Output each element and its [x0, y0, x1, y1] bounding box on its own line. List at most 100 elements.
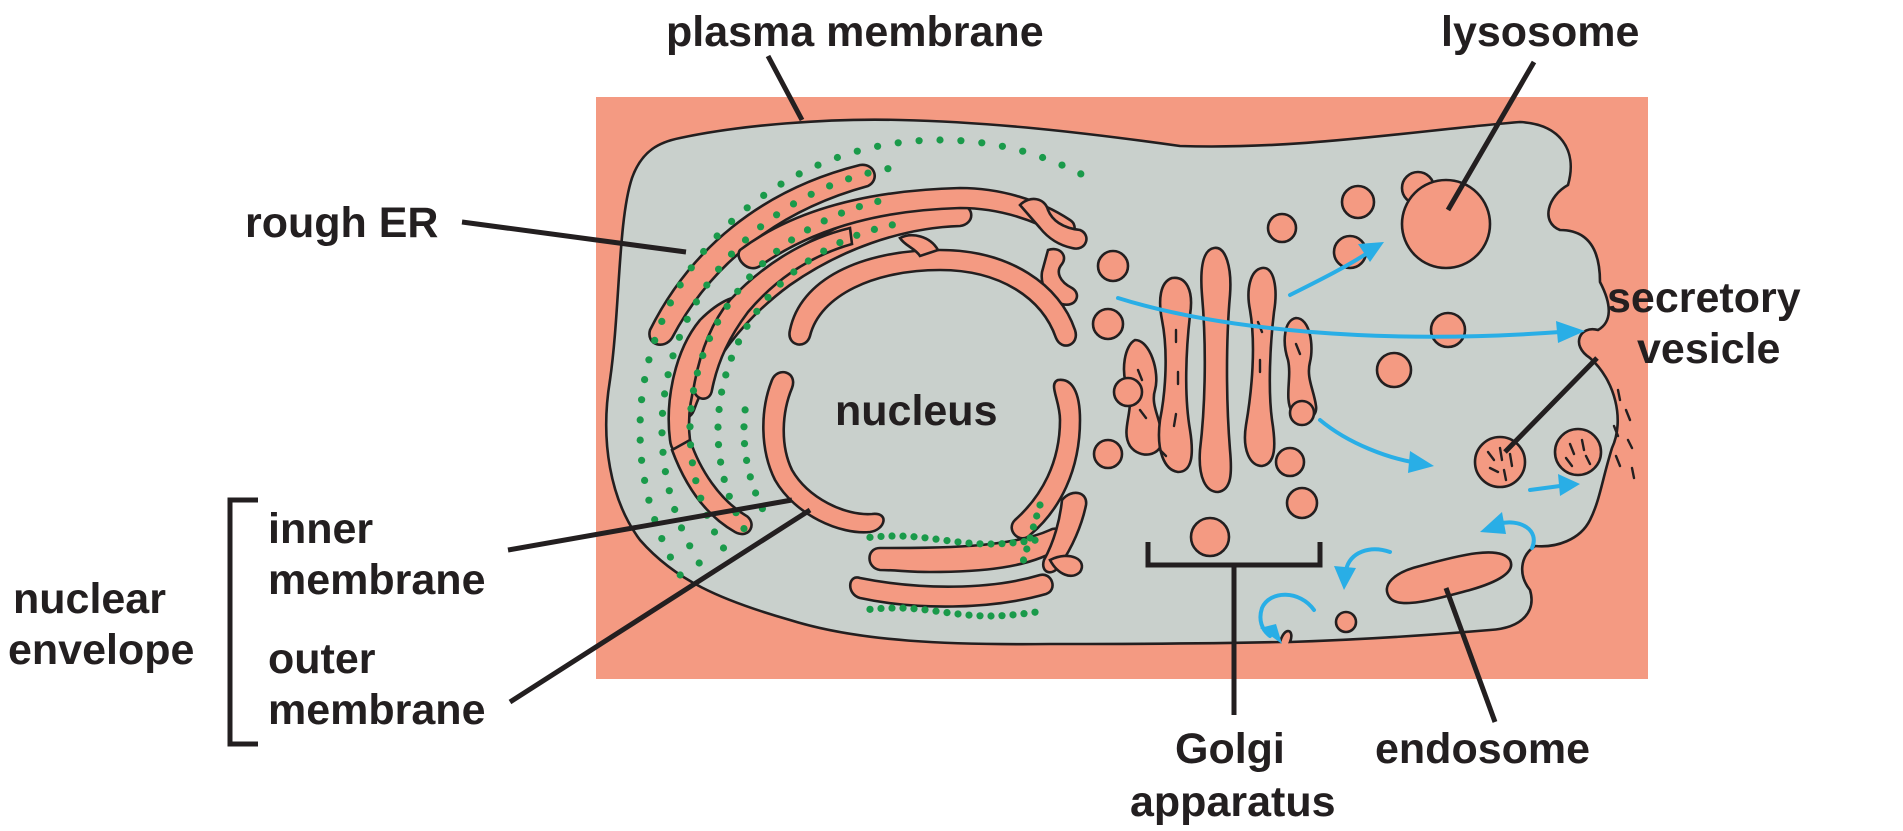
ribosome-dot	[998, 612, 1005, 619]
ribosome-dot	[715, 266, 722, 273]
ribosome-dot	[936, 136, 943, 143]
ribosome-dot	[866, 606, 873, 613]
ribosome-dot	[978, 139, 985, 146]
ribosome-dot	[987, 612, 994, 619]
golgi-vesicle-6	[1287, 488, 1317, 518]
ribosome-dot	[760, 192, 767, 199]
ribosome-dot	[856, 203, 863, 210]
ribosome-dot	[651, 337, 658, 344]
ribosome-dot	[921, 606, 928, 613]
label-inner-line2: membrane	[268, 556, 485, 604]
ribosome-dot	[665, 371, 672, 378]
ribosome-dot	[820, 248, 827, 255]
ribosome-dot	[697, 495, 704, 502]
ribosome-dot	[671, 506, 678, 513]
ribosome-dot	[1033, 512, 1040, 519]
ribosome-dot	[743, 323, 750, 330]
golgi-vesicle-13	[1431, 313, 1465, 347]
label-golgi-line2: apparatus	[1130, 778, 1336, 826]
ribosome-dot	[746, 273, 753, 280]
ribosome-dot	[677, 571, 684, 578]
ribosome-dot	[658, 318, 665, 325]
ribosome-dot	[910, 605, 917, 612]
ribosome-dot	[1019, 148, 1026, 155]
ribosome-dot	[740, 423, 747, 430]
ribosome-dot	[717, 459, 724, 466]
ribosome-dot	[694, 369, 701, 376]
ribosome-dot	[716, 406, 723, 413]
ribosome-dot	[965, 539, 972, 546]
ribosome-dot	[1009, 539, 1016, 546]
ribosome-dot	[706, 335, 713, 342]
ribosome-dot	[641, 477, 648, 484]
ribosome-dot	[641, 376, 648, 383]
ribosome-dot	[796, 170, 803, 177]
ribosome-dot	[687, 441, 694, 448]
ribosome-dot	[808, 191, 815, 198]
ribosome-dot	[728, 251, 735, 258]
ribosome-dot	[874, 143, 881, 150]
ribosome-dot	[777, 281, 784, 288]
ribosome-dot	[1009, 611, 1016, 618]
ribosome-dot	[690, 387, 697, 394]
ribosome-dot	[666, 487, 673, 494]
ribosome-dot	[638, 396, 645, 403]
ribosome-dot	[1039, 154, 1046, 161]
ribosome-dot	[788, 236, 795, 243]
ribosome-dot	[943, 537, 950, 544]
label-outer-line1: outer	[268, 635, 376, 683]
small-endocytic-vesicle	[1336, 612, 1356, 632]
label-plasma-membrane: plasma membrane	[666, 8, 1044, 56]
ribosome-dot	[659, 449, 666, 456]
golgi-vesicle-5	[1191, 518, 1229, 556]
ribosome-dot	[874, 198, 881, 205]
ribosome-dot	[1077, 170, 1084, 177]
ribosome-dot	[976, 540, 983, 547]
ribosome-dot	[715, 441, 722, 448]
ribosome-dot	[1030, 523, 1037, 530]
ribosome-dot	[965, 611, 972, 618]
label-inner-line1: inner	[268, 505, 373, 553]
ribosome-dot	[718, 389, 725, 396]
ribosome-dot	[954, 538, 961, 545]
ribosome-dot	[714, 424, 721, 431]
ribosome-dot	[836, 239, 843, 246]
ribosome-dot	[976, 612, 983, 619]
ribosome-dot	[884, 165, 891, 172]
ribosome-dot	[667, 554, 674, 561]
ribosome-dot	[957, 137, 964, 144]
label-rough-er: rough ER	[245, 199, 438, 247]
ribosome-dot	[998, 540, 1005, 547]
ribosome-dot	[687, 405, 694, 412]
lysosome-body	[1402, 180, 1490, 268]
ribosome-dot	[1058, 162, 1065, 169]
ribosome-dot	[757, 223, 764, 230]
ribosome-dot	[895, 139, 902, 146]
ribosome-dot	[734, 288, 741, 295]
ribosome-dot	[999, 143, 1006, 150]
ribosome-dot	[854, 148, 861, 155]
ribosome-dot	[777, 181, 784, 188]
ribosome-dot	[834, 154, 841, 161]
label-nuclear-line2: envelope	[8, 626, 194, 674]
ribosome-dot	[804, 226, 811, 233]
ribosome-dot	[735, 338, 742, 345]
ribosome-dot	[692, 477, 699, 484]
label-nuclear-line1: nuclear	[13, 575, 166, 623]
ribosome-dot	[744, 204, 751, 211]
ribosome-dot	[853, 232, 860, 239]
ribosome-dot	[669, 352, 676, 359]
ribosome-dot	[759, 260, 766, 267]
golgi-vesicle-4	[1094, 440, 1122, 468]
ribosome-dot	[696, 559, 703, 566]
ribosome-dot	[714, 319, 721, 326]
ribosome-dot	[773, 248, 780, 255]
golgi-vesicle-10	[1342, 186, 1374, 218]
label-nucleus: nucleus	[835, 387, 998, 435]
secretory-vesicle-1	[1475, 437, 1525, 487]
ribosome-dot	[703, 282, 710, 289]
golgi-vesicle-7	[1276, 448, 1304, 476]
ribosome-dot	[677, 281, 684, 288]
ribosome-dot	[899, 605, 906, 612]
